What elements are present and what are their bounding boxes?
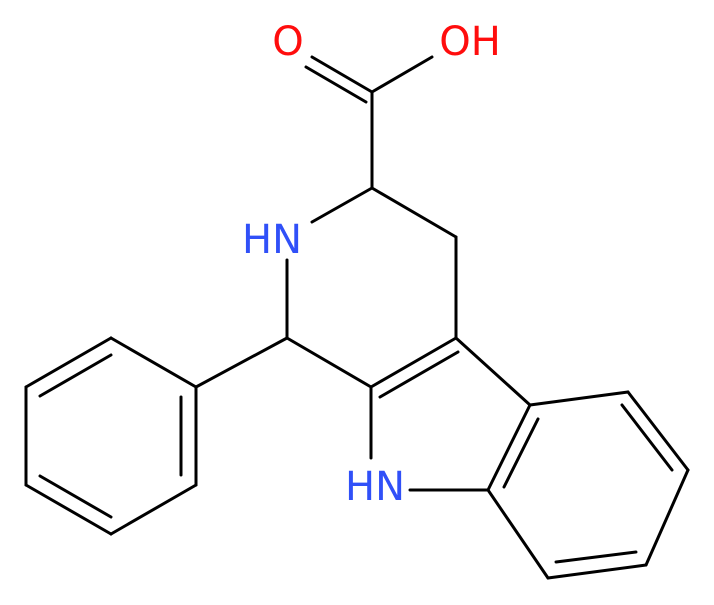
bond-c7-c8 [546, 563, 648, 580]
bond-c9a-c4a-inner [378, 350, 460, 399]
bond-c4b-c5 [528, 390, 630, 407]
carbonyl-oxygen-label: O [272, 19, 303, 65]
bond-ph5-ph6 [24, 336, 113, 389]
bonds [24, 55, 690, 580]
bond-c5-c6-inner [620, 403, 674, 472]
bond-c1-phenyl [194, 336, 289, 389]
bond-c6-c7 [644, 468, 690, 567]
bond-c4a-c4b [454, 336, 532, 407]
bond-c8-c8a [486, 488, 550, 580]
atom-labels: O OH HN HN [242, 19, 501, 510]
bond-c4b-c8a-inner [502, 417, 540, 489]
hydroxyl-label: OH [439, 19, 501, 65]
bond-c1-c9a [285, 336, 373, 389]
bond-c7-c8-inner [554, 550, 638, 564]
bond-ph2-ph3 [109, 483, 198, 536]
bond-ph5-ph6-inner [38, 353, 113, 398]
bond-c3-c4 [370, 186, 458, 239]
bond-c4b-c8a [486, 403, 532, 492]
amine-nh-label: HN [242, 217, 302, 263]
bond-c3-n2 [310, 186, 374, 224]
bond-c9a-c4a [369, 336, 458, 389]
bond-c-o-double-b [304, 65, 368, 104]
bond-c5-c6 [626, 390, 690, 472]
bond-ph3-ph4 [24, 483, 113, 536]
indole-nh-label: HN [345, 464, 405, 510]
bond-ph3-ph4-inner [38, 474, 113, 519]
bond-c-oh [370, 55, 434, 94]
bond-c-o-double-a [310, 55, 374, 94]
bond-ph6-ph1 [109, 336, 198, 389]
